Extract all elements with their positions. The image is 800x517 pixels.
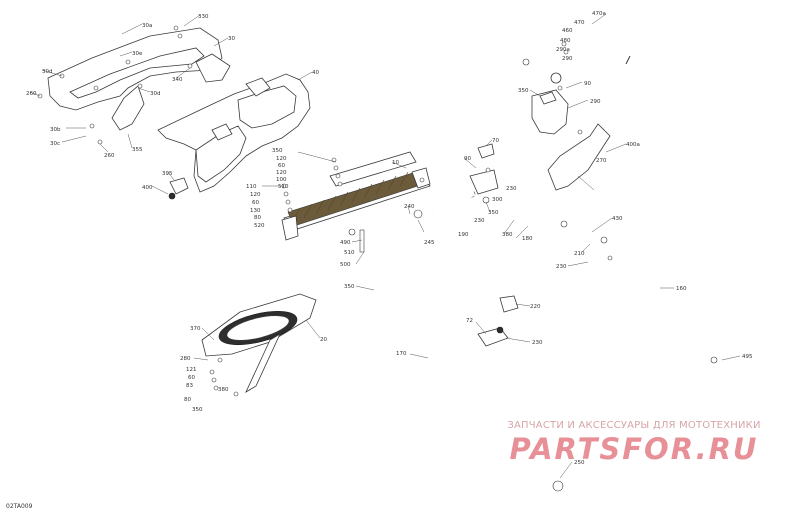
callout-380-a: 380 xyxy=(218,387,229,393)
callout-70: 70 xyxy=(492,138,499,144)
radiator-part xyxy=(281,151,431,241)
watermark: ЗАПЧАСТИ И АКСЕССУАРЫ ДЛЯ МОТОТЕХНИКИ PA… xyxy=(484,420,784,466)
callout-270: 270 xyxy=(596,158,607,164)
callout-510-b: 510 xyxy=(344,250,355,256)
callout-500: 500 xyxy=(340,262,351,268)
callout-120-b: 120 xyxy=(276,170,287,176)
callout-395: 395 xyxy=(162,171,173,177)
pipe-430-part xyxy=(560,220,618,261)
callout-230-b: 230 xyxy=(474,218,485,224)
hose-180-part xyxy=(511,200,556,232)
callout-121: 121 xyxy=(186,367,197,373)
callout-370: 370 xyxy=(190,326,201,332)
callout-30d-left: 30d xyxy=(42,69,53,75)
long-hose-part xyxy=(393,239,564,492)
callout-300: 300 xyxy=(492,197,503,203)
callout-83: 83 xyxy=(186,383,193,389)
callout-60-c: 60 xyxy=(188,375,195,381)
callout-120-a: 120 xyxy=(276,156,287,162)
callout-30: 30 xyxy=(228,36,235,42)
figure-code: 02TA009 xyxy=(6,503,33,510)
callout-80-a: 80 xyxy=(254,215,261,221)
callout-260-top: 260 xyxy=(26,91,37,97)
callout-30d: 30d xyxy=(150,91,161,97)
callout-380-b: 380 xyxy=(502,232,513,238)
callout-460: 460 xyxy=(562,28,573,34)
callout-350-d: 350 xyxy=(518,88,529,94)
callout-130: 130 xyxy=(250,208,261,214)
callout-350-e: 350 xyxy=(488,210,499,216)
callout-30c: 30c xyxy=(50,141,60,147)
callout-90-mid: 90 xyxy=(464,156,471,162)
callout-40: 40 xyxy=(312,70,319,76)
callout-60-a: 60 xyxy=(278,163,285,169)
hose-230-upper-part xyxy=(500,154,533,183)
callout-160: 160 xyxy=(676,286,687,292)
callout-470a: 470a xyxy=(592,11,606,17)
callout-30a: 30a xyxy=(142,23,152,29)
callout-400: 400 xyxy=(142,185,153,191)
hose-160-part xyxy=(623,258,718,364)
bracket-270-part xyxy=(547,123,611,191)
callout-72: 72 xyxy=(466,318,473,324)
short-hose-part xyxy=(373,269,387,297)
hose-190-part xyxy=(431,188,476,218)
callout-350-b: 350 xyxy=(344,284,355,290)
callout-30b: 30b xyxy=(50,127,61,133)
callout-190: 190 xyxy=(458,232,469,238)
overflow-hose-part xyxy=(566,13,663,65)
callout-110: 110 xyxy=(246,184,257,190)
callout-495: 495 xyxy=(742,354,753,360)
callout-60-b: 60 xyxy=(252,200,259,206)
callout-350-a: 350 xyxy=(272,148,283,154)
callout-90-top: 90 xyxy=(584,81,591,87)
callout-100: 100 xyxy=(276,177,287,183)
body-panel-part xyxy=(157,73,311,193)
callout-170: 170 xyxy=(396,351,407,357)
callout-430: 430 xyxy=(612,216,623,222)
callout-330: 330 xyxy=(198,14,209,20)
callout-230-c: 230 xyxy=(556,264,567,270)
callout-260-bottom: 260 xyxy=(104,153,115,159)
callout-220: 220 xyxy=(530,304,541,310)
callout-340: 340 xyxy=(172,77,183,83)
callout-240: 240 xyxy=(404,204,415,210)
callout-120-c: 120 xyxy=(250,192,261,198)
callout-230-a: 230 xyxy=(506,186,517,192)
callout-400a: 400a xyxy=(626,142,640,148)
callout-180: 180 xyxy=(522,236,533,242)
callout-480: 480 xyxy=(560,38,571,44)
callout-520: 520 xyxy=(254,223,265,229)
fan-assembly-part xyxy=(201,293,317,397)
bracket-220-part xyxy=(499,295,519,313)
callout-280: 280 xyxy=(180,356,191,362)
watermark-brand-logo: PARTSFOR.RU xyxy=(509,432,759,466)
callout-290-top: 290 xyxy=(562,56,573,62)
callout-245: 245 xyxy=(424,240,435,246)
callout-20: 20 xyxy=(320,337,327,343)
callout-210: 210 xyxy=(574,251,585,257)
bracket-72-part xyxy=(477,326,509,347)
callout-490: 490 xyxy=(340,240,351,246)
front-fascia-part xyxy=(37,25,231,145)
callout-labels: 330 30a 30 30e 340 30d 30d 260 30b 30c 2… xyxy=(26,11,753,479)
callout-350-c: 350 xyxy=(192,407,203,413)
coolant-reservoir-part xyxy=(522,41,583,135)
callout-290a: 290a xyxy=(556,47,570,53)
callout-355: 355 xyxy=(132,147,143,153)
callout-30e: 30e xyxy=(132,51,143,57)
callout-510-a: 510 xyxy=(278,184,289,190)
callout-10: 10 xyxy=(392,160,399,166)
callout-250: 250 xyxy=(574,460,585,466)
callout-290: 290 xyxy=(590,99,601,105)
clip-part xyxy=(168,177,189,200)
callout-470: 470 xyxy=(574,20,585,26)
callout-80-b: 80 xyxy=(184,397,191,403)
callout-230-d: 230 xyxy=(532,340,543,346)
watermark-tagline: ЗАПЧАСТИ И АКСЕССУАРЫ ДЛЯ МОТОТЕХНИКИ xyxy=(507,420,761,431)
